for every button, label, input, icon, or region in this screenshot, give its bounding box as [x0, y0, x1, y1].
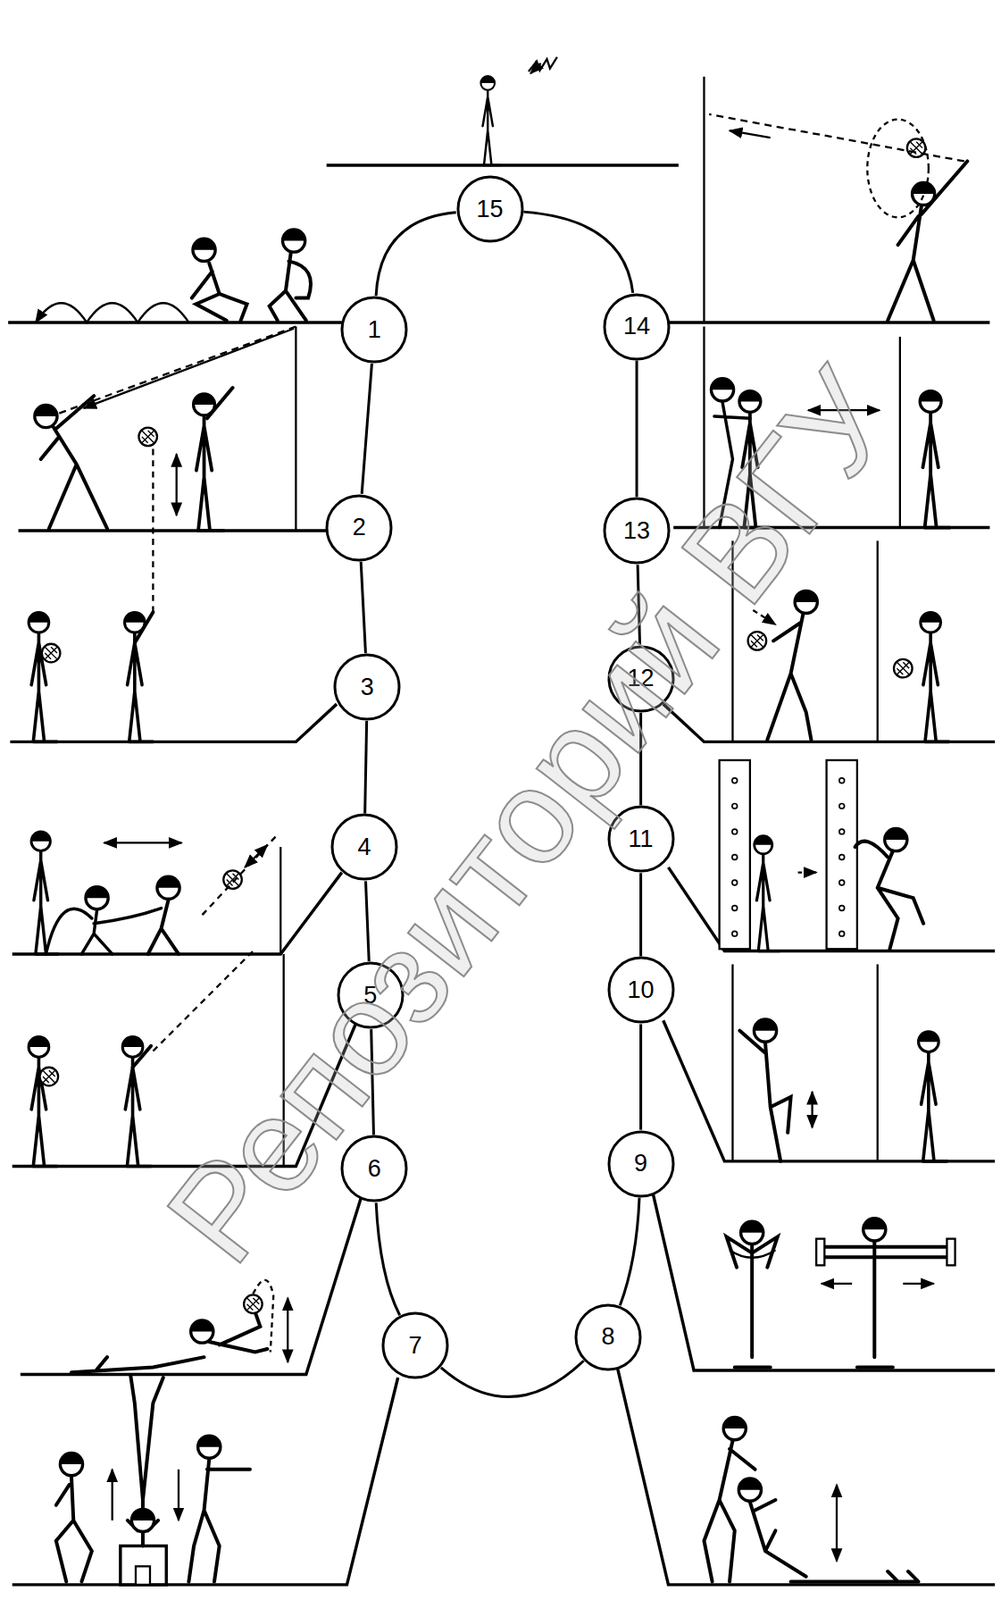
station-number: 5 [363, 983, 377, 1008]
station-circle: 14 [602, 292, 671, 361]
station-number: 11 [628, 826, 654, 851]
station-number: 10 [627, 977, 655, 1002]
station-circle: 2 [325, 493, 393, 562]
circuit-connector [639, 712, 643, 805]
station-circle: 3 [333, 652, 401, 721]
circuit-connector [441, 1359, 584, 1396]
station-circle: 11 [607, 804, 676, 873]
circuit-connector [365, 720, 368, 813]
station-number: 12 [627, 666, 655, 691]
circuit-connector [360, 561, 366, 653]
station-number: 4 [357, 834, 371, 860]
circuit-connector [635, 360, 639, 498]
station-circle: 8 [574, 1302, 643, 1371]
station-circle: 13 [602, 496, 671, 565]
circuit-connector [371, 1028, 375, 1135]
circuit-connector [375, 1201, 401, 1315]
station-number: 14 [623, 314, 651, 339]
station-number: 15 [475, 197, 503, 222]
circuit-connector [523, 211, 633, 293]
circuit-connector [619, 1197, 640, 1306]
station-circle: 1 [340, 295, 409, 364]
station-circle: 10 [607, 955, 676, 1024]
station-number: 1 [367, 317, 382, 343]
station-number: 2 [352, 515, 367, 540]
circuit-connector [366, 880, 370, 961]
station-circle: 9 [607, 1129, 676, 1198]
station-circle: 4 [330, 812, 399, 881]
station-circle: 6 [340, 1134, 409, 1202]
station-circle: 5 [336, 960, 405, 1029]
circuit-connector [637, 564, 640, 645]
circuit-connector [361, 363, 372, 494]
station-circle: 12 [607, 644, 676, 713]
circuit-connector [375, 212, 457, 296]
station-circle: 15 [456, 175, 525, 243]
circuit-connector [639, 1023, 643, 1129]
station-number: 3 [360, 675, 375, 700]
watermark: Репозиторий ВГУ [136, 342, 926, 1291]
station-number: 13 [623, 518, 651, 543]
station-number: 8 [601, 1324, 616, 1349]
station-number: 7 [408, 1333, 423, 1358]
station-number: 6 [367, 1156, 382, 1181]
station-number: 9 [633, 1151, 648, 1176]
station-circle: 7 [381, 1310, 450, 1379]
circuit-connector [639, 872, 643, 956]
